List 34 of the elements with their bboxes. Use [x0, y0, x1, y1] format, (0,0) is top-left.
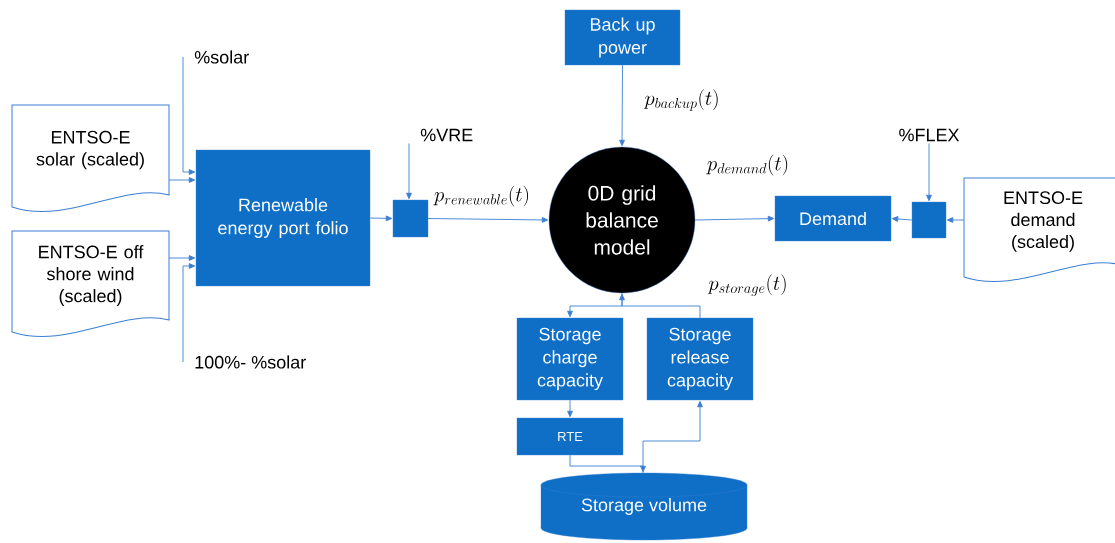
process-box: Demand: [774, 195, 892, 242]
arrow: [926, 143, 932, 202]
edge-label: $p_{backup}(t)$: [643, 88, 721, 112]
input-label: %FLEX: [899, 128, 960, 142]
input-label: 100%- %solar: [195, 355, 306, 369]
arrow: [946, 217, 965, 223]
edge-label: $p_{renewable}(t)$: [433, 184, 531, 208]
arrow: [168, 255, 196, 261]
arrow: [369, 215, 393, 222]
arrow: [567, 399, 573, 418]
arrow: [694, 215, 775, 222]
arrow: [427, 217, 549, 223]
arrow: [168, 177, 196, 183]
edge-label: $p_{demand}(t)$: [706, 153, 791, 177]
arrow: [567, 292, 623, 318]
process-box: Storage charge capacity: [516, 317, 624, 401]
input-label: %solar: [194, 50, 249, 64]
arrow: [642, 400, 703, 474]
arrow: [182, 56, 196, 175]
arrow: [182, 263, 196, 363]
input-label: %VRE: [420, 128, 473, 142]
arrow: [406, 143, 412, 200]
process-box: Renewable energy port folio: [195, 149, 371, 287]
process-box: Storage release capacity: [646, 317, 754, 401]
process-box: RTE: [516, 417, 624, 456]
arrow: [891, 216, 913, 222]
arrow: [619, 64, 625, 147]
mixer-box: [911, 201, 947, 239]
process-box: Back up power: [564, 9, 681, 66]
arrow: [569, 454, 646, 473]
edge-label: $p_{storage}(t)$: [707, 273, 789, 297]
arrow: [619, 293, 701, 319]
storage-cylinder: Storage volume: [540, 472, 748, 541]
mixer-box: [392, 199, 429, 238]
